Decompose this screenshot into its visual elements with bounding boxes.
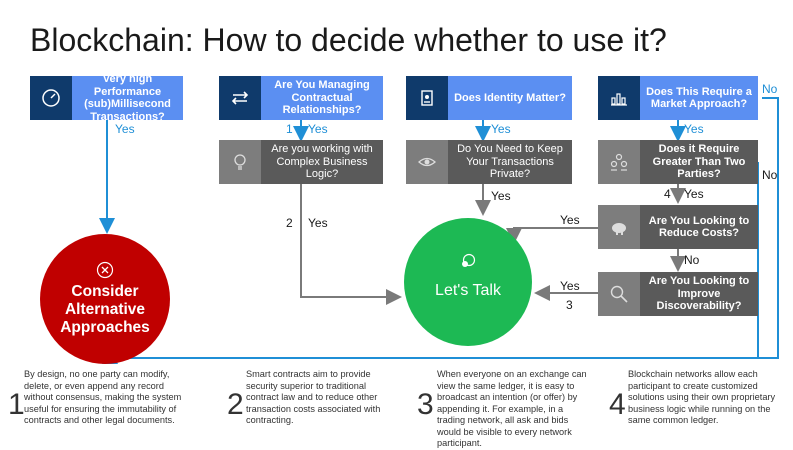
perf-yes-label: Yes xyxy=(115,122,135,136)
parties-no-label: No xyxy=(762,168,778,182)
page-title: Blockchain: How to decide whether to use… xyxy=(30,22,667,58)
discover-yes-label: Yes xyxy=(560,279,580,293)
lets-talk-circle: Let's Talk xyxy=(404,218,532,346)
id-badge-icon xyxy=(406,76,448,120)
costs-question-box: Are You Looking to Reduce Costs? xyxy=(598,205,758,249)
parties-step-number: 4 xyxy=(664,187,671,201)
gauge-icon xyxy=(30,76,72,120)
contract-question-box: Are You Managing Contractual Relationshi… xyxy=(219,76,383,120)
desc-4-number: 4 xyxy=(609,388,626,421)
contract-question-text: Are You Managing Contractual Relationshi… xyxy=(261,76,383,120)
private-question-text: Do You Need to Keep Your Transactions Pr… xyxy=(448,140,572,184)
eye-icon xyxy=(406,140,448,184)
discover-step-number: 3 xyxy=(566,298,573,312)
parties-yes-label: Yes xyxy=(684,187,704,201)
parties-question-text: Does it Require Greater Than Two Parties… xyxy=(640,140,758,184)
desc-4-text: Blockchain networks allow each participa… xyxy=(628,369,776,425)
desc-3-number: 3 xyxy=(417,388,434,421)
market-question-box: Does This Require a Market Approach? xyxy=(598,76,758,120)
desc-2-text: Smart contracts aim to provide security … xyxy=(246,369,381,425)
contract-step-number: 1 xyxy=(286,122,293,136)
private-yes-label: Yes xyxy=(491,189,511,203)
performance-question-box: Very high Performance (sub)Millisecond T… xyxy=(30,73,183,123)
identity-yes-label: Yes xyxy=(491,122,511,136)
market-question-text: Does This Require a Market Approach? xyxy=(640,76,758,120)
discover-question-text: Are You Looking to Improve Discoverabili… xyxy=(640,272,758,316)
consider-alternatives-text: Consider Alternative Approaches xyxy=(60,283,150,336)
logic-step-number: 2 xyxy=(286,216,293,230)
logic-question-text: Are you working with Complex Business Lo… xyxy=(261,140,383,184)
close-circle-icon xyxy=(96,261,114,279)
costs-yes-label: Yes xyxy=(560,213,580,227)
chat-bubble-icon xyxy=(462,253,476,267)
contract-yes-label: Yes xyxy=(308,122,328,136)
magnifier-icon xyxy=(598,272,640,316)
bar-chart-icon xyxy=(598,76,640,120)
logic-yes-label: Yes xyxy=(308,216,328,230)
costs-question-text: Are You Looking to Reduce Costs? xyxy=(640,205,758,249)
discover-question-box: Are You Looking to Improve Discoverabili… xyxy=(598,272,758,316)
parties-question-box: Does it Require Greater Than Two Parties… xyxy=(598,140,758,184)
exchange-arrows-icon xyxy=(219,76,261,120)
lets-talk-text: Let's Talk xyxy=(435,282,501,299)
costs-no-label: No xyxy=(684,253,700,267)
private-question-box: Do You Need to Keep Your Transactions Pr… xyxy=(406,140,572,184)
desc-2-number: 2 xyxy=(227,388,244,421)
piggy-bank-icon xyxy=(598,205,640,249)
logic-question-box: Are you working with Complex Business Lo… xyxy=(219,140,383,184)
desc-1-number: 1 xyxy=(8,388,25,421)
lightbulb-icon xyxy=(219,140,261,184)
consider-alternatives-circle: Consider Alternative Approaches xyxy=(40,234,170,364)
desc-3-text: When everyone on an exchange can view th… xyxy=(437,369,587,448)
desc-1-text: By design, no one party can modify, dele… xyxy=(24,369,182,425)
performance-question-text: Very high Performance (sub)Millisecond T… xyxy=(72,73,183,123)
identity-question-text: Does Identity Matter? xyxy=(448,76,572,120)
people-icon xyxy=(598,140,640,184)
market-yes-label: Yes xyxy=(684,122,704,136)
identity-question-box: Does Identity Matter? xyxy=(406,76,572,120)
market-no-label: No xyxy=(762,82,778,96)
